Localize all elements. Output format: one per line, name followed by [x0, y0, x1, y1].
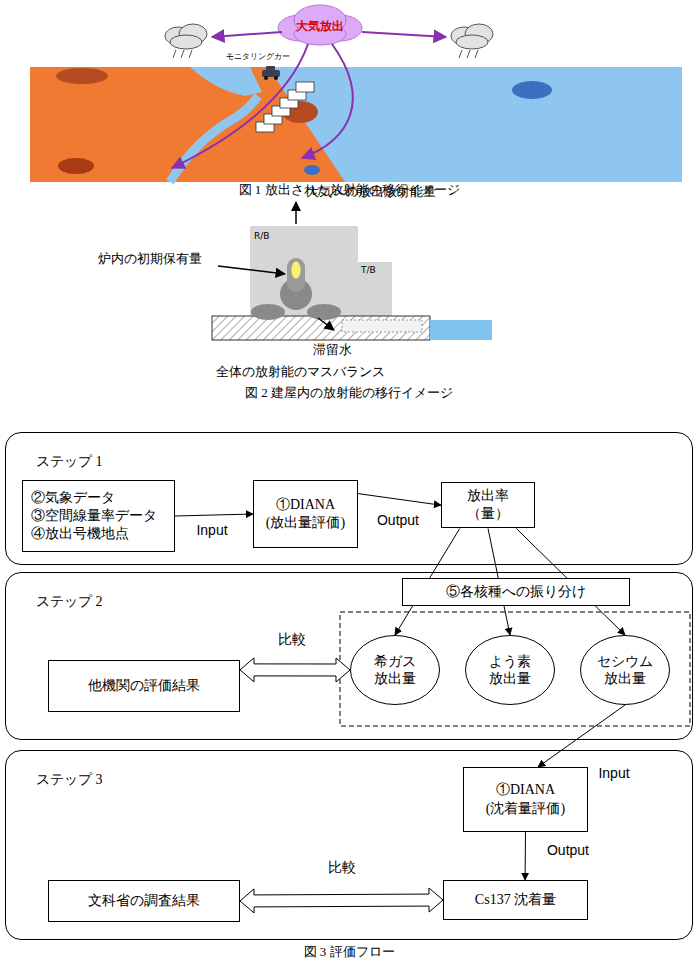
ellipse-outline — [466, 636, 555, 705]
building-figure — [212, 202, 492, 340]
flow-arrow — [525, 832, 526, 880]
dispersion-arrows — [172, 32, 446, 168]
figure-caption: 図 3 評価フロー — [304, 943, 395, 961]
process-box: ①DIANA (放出量評価) — [253, 480, 358, 548]
release-arrow — [295, 202, 297, 224]
leader-arrow — [218, 266, 285, 274]
map-figure — [30, 5, 682, 182]
text-wrap: ステップ 1 — [36, 453, 662, 471]
node-text: ⑤各核種への振り分け — [411, 583, 621, 601]
node-text: ②気象データ ③空間線量率データ ④放出号機地点 — [31, 489, 166, 544]
ellipse-outline — [350, 635, 440, 705]
monitoring-car — [262, 66, 280, 80]
step-band: ステップ 2⑤各核種への振り分け他機関の評価結果希ガス 放出量よう素 放出量セシ… — [5, 572, 693, 740]
node-text: Cs137 沈着量 — [452, 891, 579, 909]
text-wrap: セシウム 放出量 — [590, 653, 660, 688]
process-box: ①DIANA (沈着量評価) — [463, 767, 588, 832]
base-slab — [212, 316, 430, 340]
text-wrap: 他機関の評価結果 — [57, 677, 231, 695]
compare-arrow — [240, 658, 350, 682]
dashed-group — [340, 612, 690, 726]
result-ellipse: セシウム 放出量 — [580, 635, 670, 705]
sea — [30, 67, 682, 182]
deposit-spot — [56, 68, 108, 84]
ellipse-outline — [351, 636, 440, 705]
text-wrap: 希ガス 放出量 — [360, 653, 430, 688]
edge-label: Output — [545, 842, 591, 858]
containment-vessel — [251, 258, 341, 320]
turbine-building — [358, 262, 392, 318]
text-wrap: 文科省の調査結果 — [57, 892, 231, 910]
process-box: 放出率（量） — [441, 482, 535, 528]
process-box: 文科省の調査結果 — [48, 880, 240, 922]
figure-label: R/B — [254, 231, 269, 241]
leak-arrow — [318, 318, 334, 330]
text-wrap: Cs137 沈着量 — [452, 891, 579, 909]
text-wrap: ①DIANA (放出量評価) — [262, 496, 349, 532]
edge-label: Input — [596, 765, 631, 781]
text-wrap: ②気象データ ③空間線量率データ ④放出号機地点 — [31, 489, 166, 544]
node-text: 他機関の評価結果 — [57, 677, 231, 695]
rain-cloud — [451, 24, 493, 58]
compare-arrow — [240, 888, 443, 913]
edge-label: 比較 — [326, 859, 358, 877]
figure-label: 全体の放射能のマスバランス — [216, 363, 385, 381]
text-wrap: 放出率（量） — [450, 487, 526, 523]
ellipse-outline — [580, 635, 670, 705]
node-text: 放出率（量） — [450, 487, 526, 523]
result-ellipse: よう素 放出量 — [465, 635, 555, 705]
node-text: 希ガス 放出量 — [360, 653, 430, 688]
flow-arrow — [175, 514, 253, 516]
node-text: ①DIANA (沈着量評価) — [472, 781, 579, 817]
flow-arrow — [358, 494, 441, 506]
flow-arrow — [538, 705, 625, 767]
edge-label: Input — [194, 522, 229, 538]
process-box: Cs137 沈着量 — [443, 880, 588, 920]
figure-caption: 図 2 建屋内の放射能の移行イメージ — [245, 384, 453, 402]
fuel-core — [291, 261, 301, 279]
step-band: ステップ 1 ②気象データ ③空間線量率データ ④放出号機地点 ①DIANA (放出… — [5, 432, 693, 565]
process-box: ⑤各核種への振り分け — [402, 578, 630, 606]
ellipse-outline — [581, 636, 670, 705]
deposit-spot — [512, 81, 552, 99]
figure-label: 炉内の初期保有量 — [98, 250, 202, 268]
node-text: 文科省の調査結果 — [57, 892, 231, 910]
result-ellipse: 希ガス 放出量 — [350, 635, 440, 705]
figure-label: 大気への放出放射能量 — [306, 183, 436, 201]
release-cloud — [278, 5, 362, 45]
figure-label: モニタリングカー — [226, 51, 290, 62]
node-text: セシウム 放出量 — [590, 653, 660, 688]
node-text: よう素 放出量 — [475, 653, 545, 688]
stagnant-water-area — [342, 320, 422, 332]
edge-label: 比較 — [276, 631, 308, 649]
text-wrap: よう素 放出量 — [475, 653, 545, 688]
rain-cloud — [165, 24, 207, 58]
node-text: ①DIANA (放出量評価) — [262, 496, 349, 532]
deposit-spot — [58, 158, 94, 174]
sea-water — [430, 320, 492, 340]
river — [170, 96, 258, 182]
figure-label: 滞留水 — [313, 341, 352, 359]
step-label: ステップ 1 — [36, 453, 662, 471]
figure-label: T/B — [361, 265, 376, 275]
land — [30, 67, 345, 182]
ellipse-outline — [465, 635, 555, 705]
deposit-spot — [304, 165, 320, 175]
process-box: ②気象データ ③空間線量率データ ④放出号機地点 — [22, 480, 175, 552]
process-box: 他機関の評価結果 — [48, 660, 240, 712]
edge-label: Output — [375, 512, 421, 528]
figure-label: 大気放出 — [296, 18, 344, 35]
inlet — [190, 67, 262, 96]
text-wrap: ①DIANA (沈着量評価) — [472, 781, 579, 817]
text-wrap: ⑤各核種への振り分け — [411, 583, 621, 601]
